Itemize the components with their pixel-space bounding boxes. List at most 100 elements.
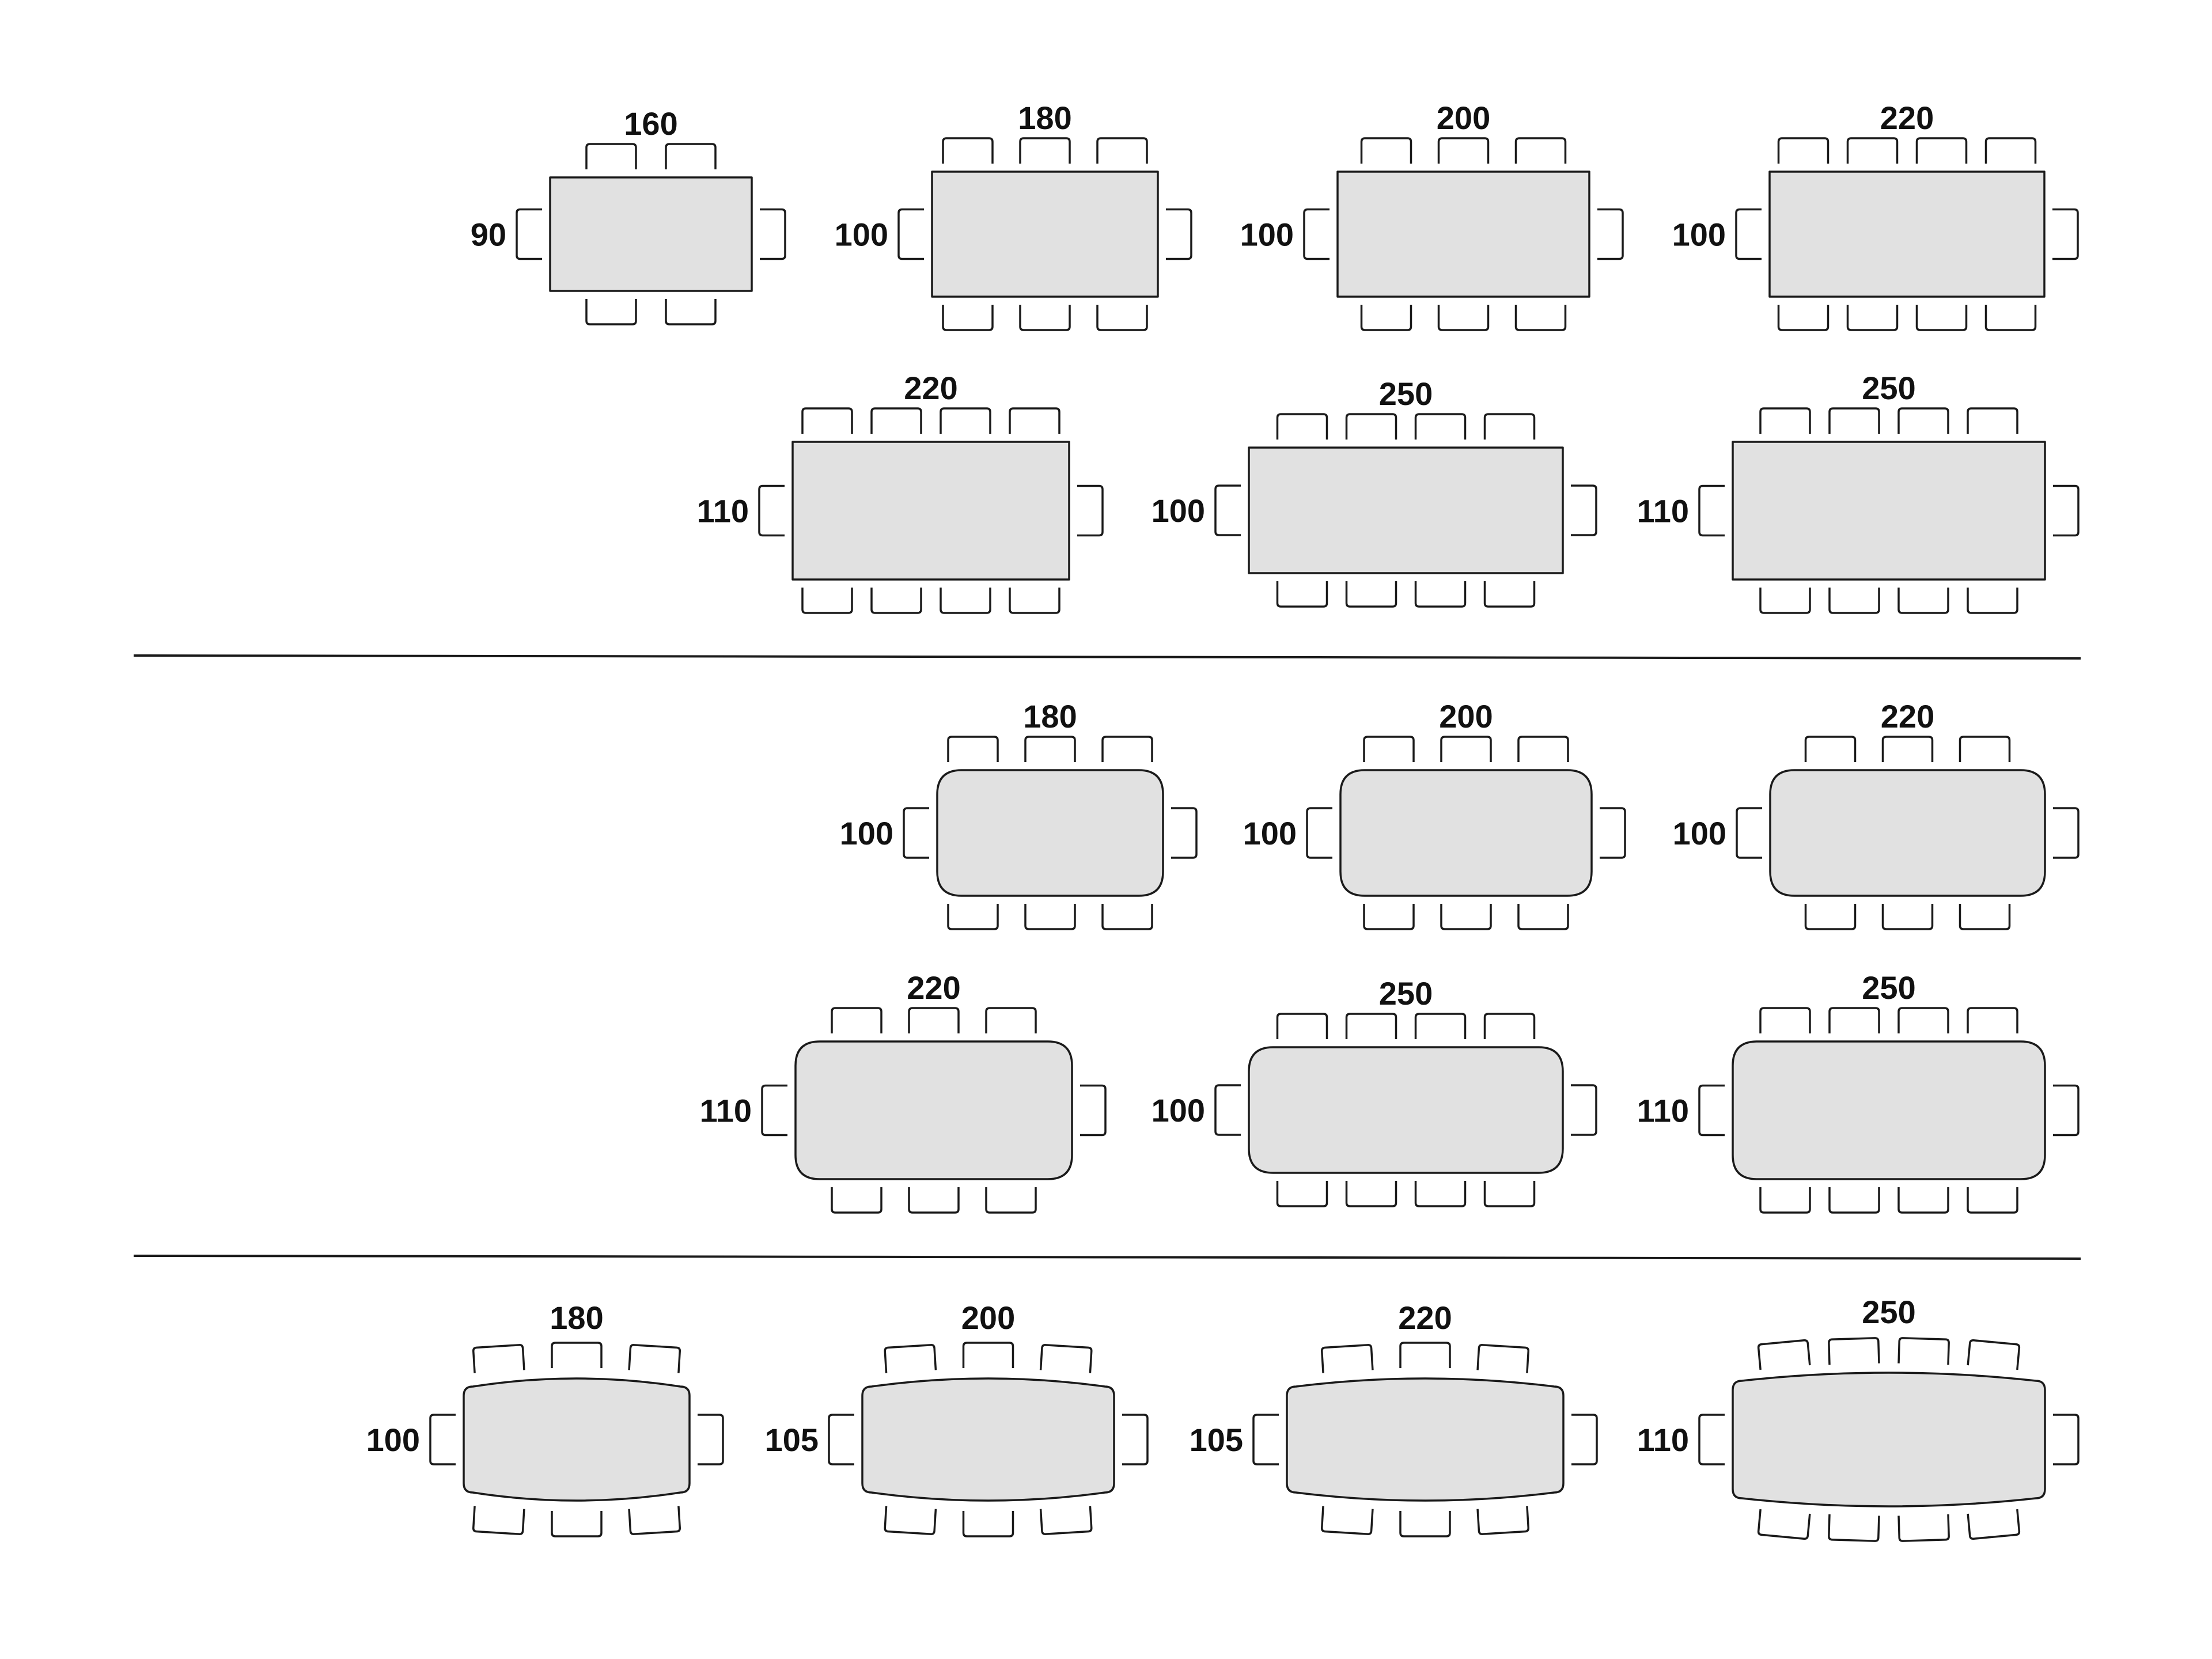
chair-icon (1345, 1181, 1397, 1207)
chair-icon (1414, 413, 1467, 440)
chair-icon (1483, 413, 1536, 440)
chair-icon (1096, 137, 1148, 164)
table-length-label: 200 (1439, 698, 1493, 734)
table-length-label: 180 (1018, 100, 1071, 136)
table-length-label: 200 (961, 1300, 1015, 1336)
divider-line (133, 654, 2081, 660)
chair-icon (1967, 1509, 2021, 1540)
chair-icon (1483, 1013, 1536, 1039)
table-unit: 180 100 (840, 698, 1198, 930)
chair-icon (1759, 407, 1811, 434)
chair-icon (1759, 1007, 1811, 1033)
chair-icon (1321, 1506, 1374, 1535)
chair-icon (1915, 305, 1968, 331)
chair-icon (585, 299, 637, 325)
table-width-label: 100 (1673, 815, 1726, 851)
chair-icon (1214, 484, 1241, 536)
chair-icon (1101, 904, 1153, 930)
table-width-label: 110 (697, 493, 749, 529)
table-length-label: 250 (1862, 370, 1915, 406)
chair-icon (551, 1511, 603, 1537)
chair-icon (1483, 1181, 1536, 1207)
table-width-label: 100 (1152, 1092, 1205, 1128)
table-length-label: 220 (907, 969, 960, 1006)
chair-icon (801, 407, 853, 434)
table-width-label: 105 (1190, 1422, 1243, 1458)
table-length-label: 160 (624, 105, 677, 142)
chair-icon (585, 143, 637, 169)
table-top (549, 176, 753, 292)
chair-icon (1897, 1514, 1950, 1542)
table-length-label: 220 (1398, 1300, 1452, 1336)
chair-icon (1019, 137, 1071, 164)
table-top (1248, 446, 1564, 574)
chair-icon (985, 1187, 1037, 1214)
chair-icon (1828, 588, 1880, 614)
chair-icon (1967, 1187, 2018, 1214)
chair-icon (1804, 904, 1857, 930)
chair-icon (1984, 137, 2037, 164)
chair-icon (1399, 1511, 1451, 1537)
chair-icon (1759, 1187, 1811, 1214)
chair-icon (942, 137, 994, 164)
chair-icon (1414, 1013, 1467, 1039)
chair-icon (1166, 208, 1192, 260)
chair-icon (472, 1506, 525, 1535)
chair-icon (1897, 1337, 1950, 1365)
chair-icon (1476, 1344, 1529, 1373)
chair-icon (1828, 1007, 1880, 1033)
chair-icon (1252, 1414, 1279, 1465)
table-width-label: 100 (1152, 493, 1205, 529)
chair-icon (801, 588, 853, 614)
chair-icon (940, 407, 991, 434)
chair-icon (831, 1007, 882, 1033)
chair-icon (908, 1007, 960, 1033)
chair-icon (2052, 208, 2079, 260)
chair-icon (1437, 305, 1490, 331)
table-top (794, 1040, 1073, 1180)
chair-icon (628, 1506, 681, 1535)
chair-icon (1959, 736, 2011, 762)
chair-icon (1777, 137, 1830, 164)
chair-icon (1039, 1344, 1093, 1373)
chair-icon (1276, 1013, 1328, 1039)
chair-icon (1828, 1187, 1880, 1214)
chair-icon (1077, 484, 1104, 537)
chair-icon (947, 904, 999, 930)
table-length-label: 180 (1023, 698, 1077, 734)
chair-icon (1967, 588, 2018, 614)
chair-icon (1360, 305, 1412, 331)
chair-icon (1777, 305, 1830, 331)
tables-layer: 1609018010020010022010022011025010025011… (366, 100, 2080, 1542)
chair-icon (1321, 1344, 1374, 1373)
chair-icon (1804, 736, 1857, 762)
table-width-label: 100 (366, 1422, 420, 1458)
chair-icon (903, 807, 929, 859)
table-length-label: 250 (1862, 1294, 1915, 1330)
chair-icon (962, 1342, 1014, 1368)
table-unit: 220 105 (1190, 1300, 1598, 1537)
chair-icon (940, 588, 991, 614)
table-width-label: 100 (840, 815, 893, 851)
table-length-label: 220 (904, 370, 957, 406)
table-top (936, 769, 1164, 897)
chair-icon (1757, 1509, 1811, 1540)
section-dividers (133, 654, 2081, 1260)
chair-icon (1846, 305, 1899, 331)
chair-icon (1440, 736, 1492, 762)
chair-icon (897, 208, 924, 260)
table-unit: 220 110 (697, 370, 1104, 614)
chair-icon (1009, 407, 1060, 434)
table-top (1732, 441, 2046, 581)
table-top (1769, 769, 2046, 897)
table-top (791, 441, 1070, 581)
chair-icon (665, 299, 717, 325)
chair-icon (1735, 208, 1762, 260)
chair-icon (1967, 407, 2018, 434)
